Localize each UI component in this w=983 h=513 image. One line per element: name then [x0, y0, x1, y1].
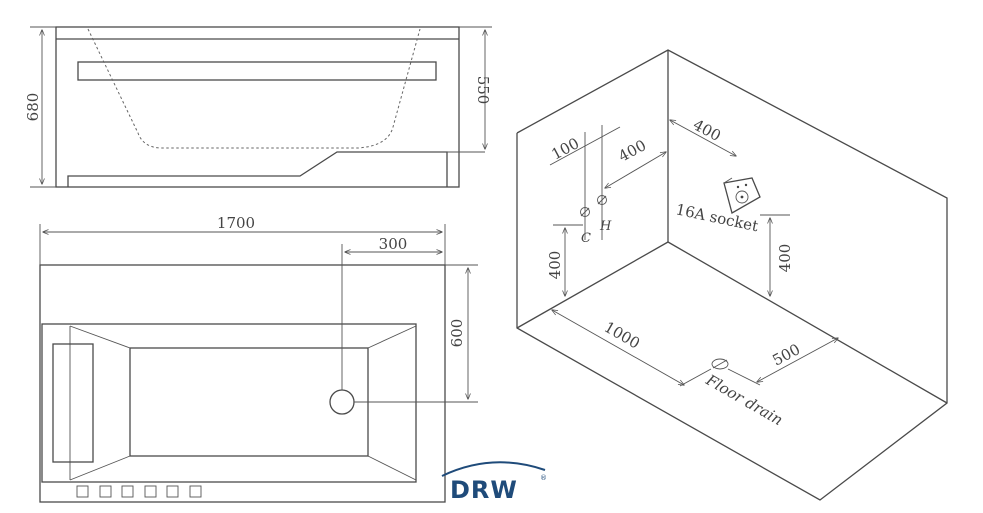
- dim-label-400-wall: 400: [615, 136, 649, 165]
- pipe-h-icon: [597, 195, 607, 205]
- pipe-label-h: H: [599, 219, 612, 234]
- dim-line-400-wall: [605, 152, 666, 188]
- dim-label-300: 300: [379, 235, 408, 253]
- socket-face: [723, 177, 761, 214]
- socket-outlet-icon: [735, 190, 749, 204]
- control-button: [121, 485, 134, 498]
- plan-view-outline: [39, 264, 446, 503]
- plan-view: 1700 300 600: [39, 214, 478, 503]
- pipe-c-icon: [580, 207, 590, 217]
- side-view-top-band: [77, 61, 437, 81]
- dim-label-550: 550: [474, 76, 492, 105]
- pipe-label-c: C: [581, 231, 591, 246]
- plan-view-corner-tl: [69, 325, 131, 349]
- room-floor-left-edge: [516, 241, 669, 329]
- socket-pin-icon: [744, 183, 748, 187]
- logo-text: DRW: [450, 476, 518, 504]
- control-button: [76, 485, 89, 498]
- dim-label-1700: 1700: [217, 214, 255, 232]
- dim-line-500: [757, 338, 838, 382]
- plan-view-control-buttons: [76, 485, 202, 498]
- brand-logo: DRW ®: [441, 461, 547, 504]
- room-floor-back-edge: [667, 241, 948, 404]
- socket: [723, 177, 761, 214]
- dim-label-400-left: 400: [546, 251, 564, 280]
- room-isometric: C H 100 400 400 400 16A socket 400: [516, 49, 948, 501]
- floor-drain-icon: [711, 358, 729, 370]
- dim-line-400-top: [670, 120, 736, 156]
- control-button: [166, 485, 179, 498]
- side-view-outline: [55, 26, 460, 188]
- room-outline: [516, 49, 948, 501]
- socket-pin-icon: [740, 195, 744, 199]
- socket-label: 16A socket: [674, 200, 760, 235]
- dim-line-1000: [552, 310, 684, 385]
- dim-label-500: 500: [769, 340, 803, 369]
- control-button: [189, 485, 202, 498]
- dim-label-1000: 1000: [601, 318, 643, 353]
- plan-view-corner-bl: [69, 455, 131, 481]
- floor-drain-cross: [712, 359, 728, 369]
- floor-drain-label: Floor drain: [702, 370, 786, 429]
- pipe-c-cross: [580, 207, 590, 217]
- floor-drain-ext-right: [727, 368, 761, 386]
- side-view-base: [67, 151, 448, 187]
- control-button: [99, 485, 112, 498]
- plan-view-headrest: [52, 343, 94, 463]
- socket-pin-icon: [736, 185, 740, 189]
- plan-view-corner-br: [367, 455, 417, 481]
- socket-top-edge: [723, 177, 733, 184]
- dim-label-100: 100: [548, 134, 582, 163]
- drain-hole: [329, 389, 355, 415]
- logo-registered: ®: [540, 474, 547, 482]
- pipe-h-cross: [597, 195, 607, 205]
- dim-label-600: 600: [448, 319, 466, 348]
- plan-view-inner-rim: [41, 323, 417, 483]
- logo-arc-icon: [441, 461, 546, 477]
- plan-view-corner-tr: [367, 325, 417, 349]
- dim-label-680: 680: [24, 93, 42, 122]
- dim-label-400-right: 400: [776, 244, 794, 273]
- control-button: [144, 485, 157, 498]
- side-view-basin-outline: [87, 28, 421, 149]
- plan-view-basin: [129, 347, 369, 457]
- dim-line-100: [549, 126, 621, 166]
- side-view: 680 550: [24, 26, 492, 188]
